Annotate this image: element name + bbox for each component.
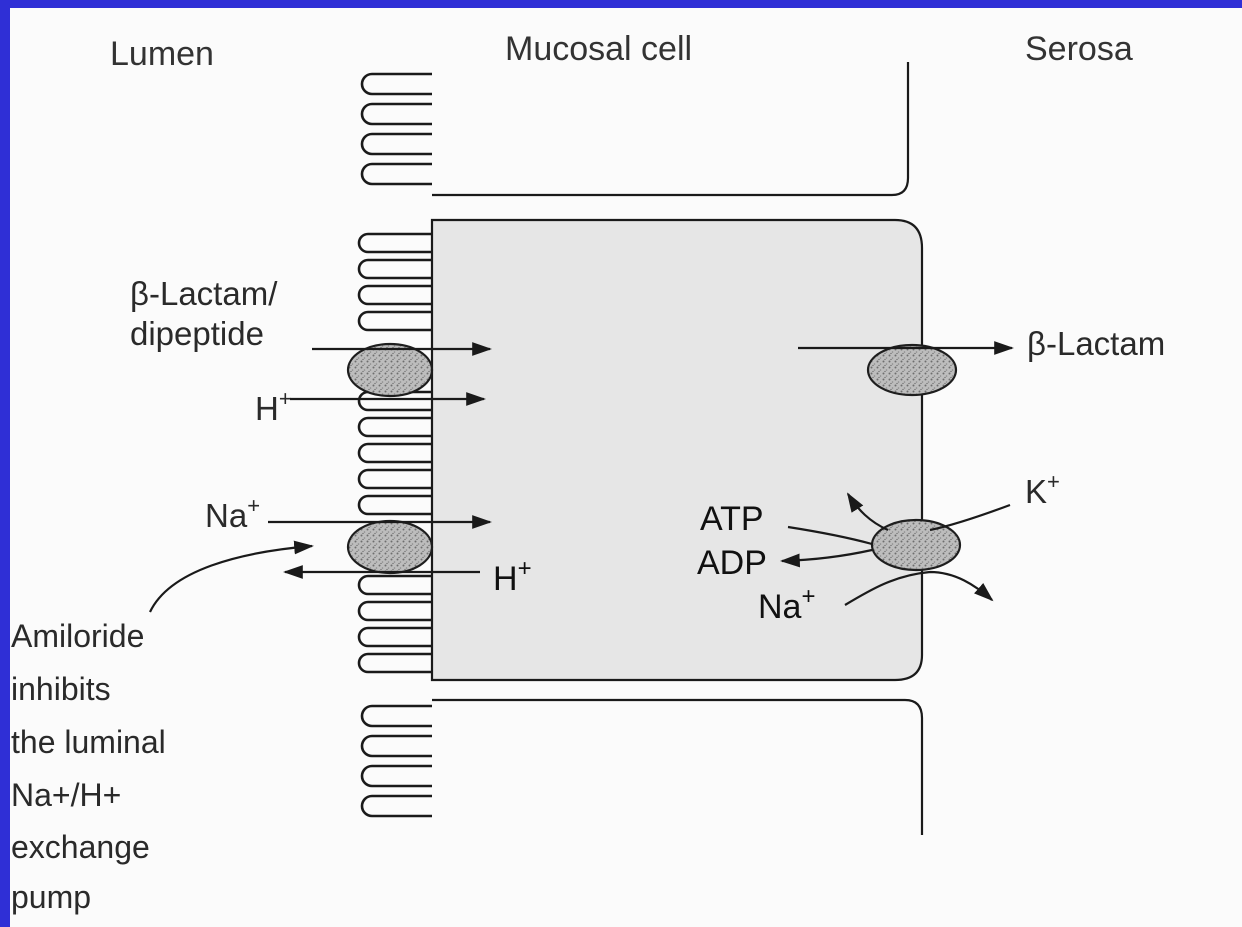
label-atp: ATP — [700, 500, 764, 538]
header-mucosal-cell: Mucosal cell — [505, 30, 692, 68]
label-k-plus: K+ — [1025, 469, 1060, 510]
transport-diagram: Lumen Mucosal cell Serosa — [10, 8, 1242, 927]
caption-line: exchange — [11, 829, 150, 865]
header-lumen: Lumen — [110, 35, 214, 73]
upper-cell-outline — [432, 62, 908, 195]
caption-line: pump — [11, 879, 91, 915]
lower-cell-outline — [432, 700, 922, 835]
mucosal-cell-body — [432, 220, 922, 680]
microvilli-cell — [359, 234, 432, 672]
diagram-frame: Lumen Mucosal cell Serosa — [10, 8, 1242, 927]
label-beta-lactam-dipeptide-line1: β-Lactam/ — [130, 275, 278, 312]
amiloride-caption: Amiloride inhibits the luminal Na+/H+ ex… — [11, 618, 166, 915]
label-na-plus-in: Na+ — [205, 493, 260, 534]
peptide-transporter — [348, 344, 432, 396]
na-h-exchanger — [348, 521, 432, 573]
arrow-amiloride-inhibition — [150, 546, 312, 612]
label-h-plus-in: H+ — [255, 386, 292, 427]
basolateral-beta-lactam-transporter — [868, 345, 956, 395]
caption-line: the luminal — [11, 724, 166, 760]
microvilli-top — [362, 74, 432, 184]
label-beta-lactam-dipeptide-line2: dipeptide — [130, 315, 264, 352]
label-beta-lactam-out: β-Lactam — [1027, 325, 1165, 362]
label-adp: ADP — [697, 544, 767, 582]
caption-line: Amiloride — [11, 618, 144, 654]
caption-line: inhibits — [11, 671, 111, 707]
header-serosa: Serosa — [1025, 30, 1133, 68]
caption-line: Na+/H+ — [11, 777, 121, 813]
line-k-plus-entry — [930, 505, 1010, 530]
microvilli-bottom — [362, 706, 432, 816]
